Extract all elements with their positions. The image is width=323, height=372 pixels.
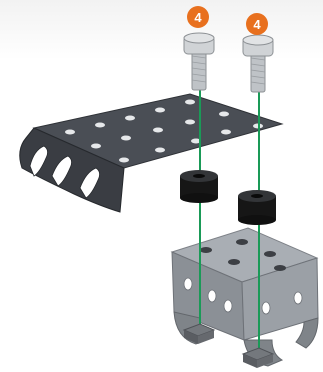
step-badge-left-number: 4 <box>194 10 202 25</box>
spacer-left <box>180 170 218 203</box>
step-badge-right-circle <box>246 13 268 35</box>
lower-u-bracket <box>170 227 319 367</box>
upper-bent-plate <box>19 93 284 213</box>
step-badge-left: 4 <box>187 6 209 28</box>
step-badge-left-circle <box>187 6 209 28</box>
screw-right <box>242 34 274 93</box>
screw-left <box>183 32 215 91</box>
square-nut-right <box>241 347 275 368</box>
step-badge-right-number: 4 <box>253 17 261 32</box>
spacer-right <box>238 190 276 225</box>
step-badge-right: 4 <box>246 13 268 35</box>
square-nut-left <box>182 323 216 344</box>
